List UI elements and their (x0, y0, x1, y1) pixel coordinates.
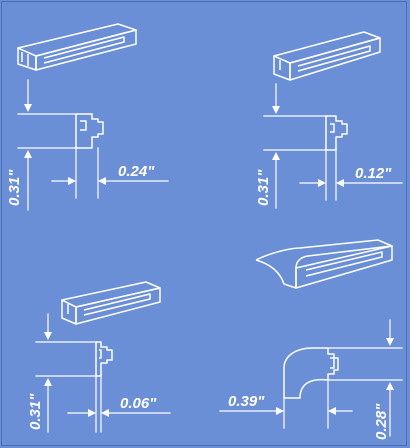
dimension-lines (263, 83, 403, 209)
dimension-lines (17, 79, 169, 211)
height-dimension-label: 0.31" (255, 169, 272, 206)
profile-section-view (325, 115, 348, 151)
panel-bottom-left: 0.31" 0.06" (27, 281, 171, 433)
height-dimension-label: 0.31" (6, 169, 23, 206)
height-dimension-label: 0.28" (373, 403, 390, 440)
profile-3d-view (17, 23, 137, 71)
dimension-lines (35, 313, 171, 433)
width-dimension-label: 0.12" (355, 165, 392, 182)
panel-bottom-right: 0.39" 0.28" (219, 239, 403, 440)
profile-3d-view (255, 239, 393, 289)
height-dimension-label: 0.31" (27, 393, 44, 430)
width-dimension-label: 0.24" (118, 163, 155, 180)
profile-section-view (75, 113, 104, 149)
dimension-lines (219, 319, 403, 437)
profile-3d-view (273, 31, 381, 81)
panel-top-left: 0.31" 0.24" (6, 23, 169, 211)
profile-section-view (283, 347, 339, 399)
width-dimension-label: 0.39" (228, 393, 265, 410)
panel-top-right: 0.31" 0.12" (255, 31, 403, 209)
profile-section-view (95, 341, 113, 377)
profile-3d-view (61, 281, 161, 325)
width-dimension-label: 0.06" (120, 395, 157, 412)
